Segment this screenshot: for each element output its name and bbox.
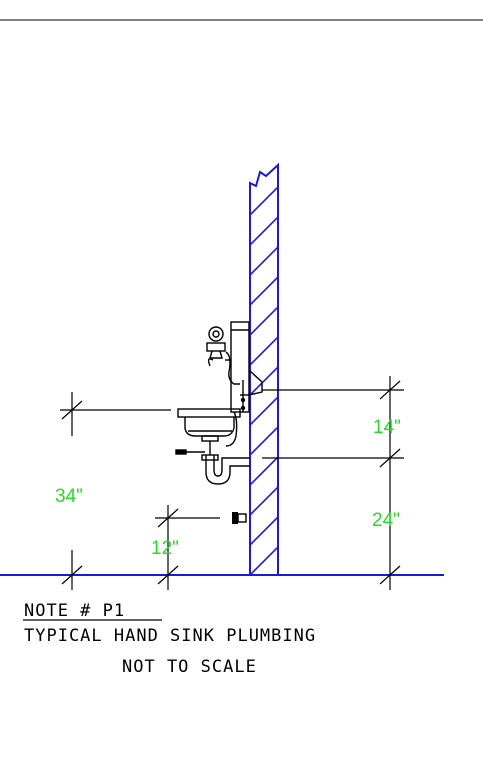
dimension-sink-rim (60, 392, 171, 590)
dimension-label-24: 24" (372, 510, 400, 531)
note-scale: NOT TO SCALE (122, 657, 257, 677)
dimension-brackets (262, 376, 404, 590)
dimension-label-12: 12" (151, 538, 179, 559)
dimension-label-14: 14" (373, 417, 401, 438)
wall-section (249, 162, 279, 575)
dimension-label-34: 34" (55, 486, 83, 507)
hand-sink (175, 321, 263, 485)
note-description: TYPICAL HAND SINK PLUMBING (24, 626, 316, 646)
note-title: NOTE # P1 (24, 601, 125, 621)
supply-stop-valve (232, 512, 247, 524)
dimension-supply (155, 505, 220, 590)
